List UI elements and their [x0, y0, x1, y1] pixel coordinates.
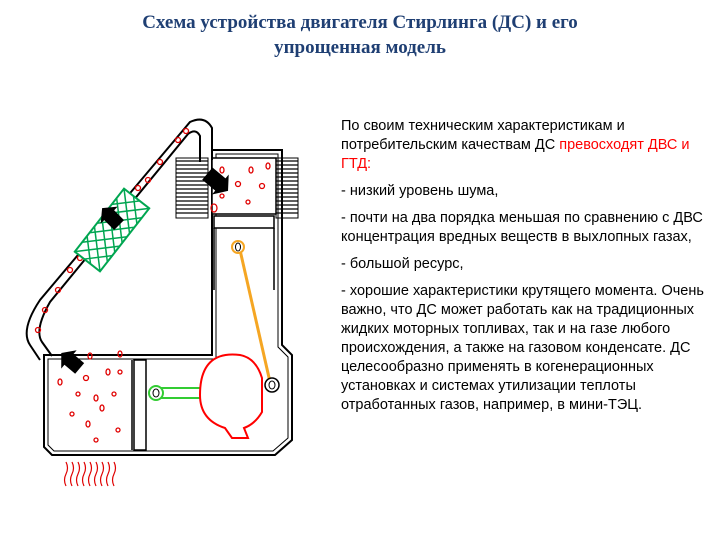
intro-paragraph: По своим техническим характеристикам и п… [341, 117, 717, 174]
advantage-item: - почти на два порядка меньшая по сравне… [341, 210, 703, 245]
engine-housing-inner [47, 153, 289, 452]
advantage-item: - большой ресурс, [341, 256, 464, 272]
upper-rod-pin [231, 240, 245, 254]
upper-rod-pin-inner [235, 242, 241, 252]
advantage-item: - низкий уровень шума, [341, 183, 499, 199]
cold-chamber-particles [57, 350, 123, 443]
stirling-engine-diagram [25, 118, 299, 487]
intro-text: По своим техническим характеристикам и п… [341, 118, 625, 153]
lower-rod-pin [148, 385, 164, 401]
advantage-item: - хорошие характеристики крутящего момен… [341, 283, 704, 413]
crank-disk [198, 353, 263, 439]
arrow-icon-regenerator [100, 206, 125, 231]
pipe-particles [34, 127, 190, 334]
upper-piston [213, 215, 275, 229]
arrow-icon-lower [61, 350, 85, 374]
advantages-text: По своим техническим характеристикам и п… [341, 117, 717, 423]
crank-pin-inner [268, 380, 276, 390]
upper-connecting-rod [238, 249, 272, 383]
hot-chamber-particles [219, 162, 271, 205]
crank-pin [264, 377, 280, 393]
lower-rod-pin-inner [152, 388, 160, 398]
left-port-marker [210, 203, 218, 213]
lower-piston [133, 359, 147, 451]
slide-title: Схема устройства двигателя Стирлинга (ДС… [60, 10, 660, 60]
hot-cylinder-left-fins [175, 157, 209, 219]
arrow-icon-upper [202, 167, 229, 195]
regenerator [73, 187, 151, 273]
hot-cylinder-right-fin-lines [276, 160, 298, 214]
title-line-1: Схема устройства двигателя Стирлинга (ДС… [142, 12, 578, 33]
title-line-2: упрощенная модель [274, 37, 446, 58]
hot-cylinder-left-fin-lines [176, 160, 208, 214]
engine-housing [43, 149, 293, 456]
intro-highlight: превосходят ДВС и ГТД: [341, 137, 690, 172]
wavy-flame-icon [63, 461, 117, 487]
